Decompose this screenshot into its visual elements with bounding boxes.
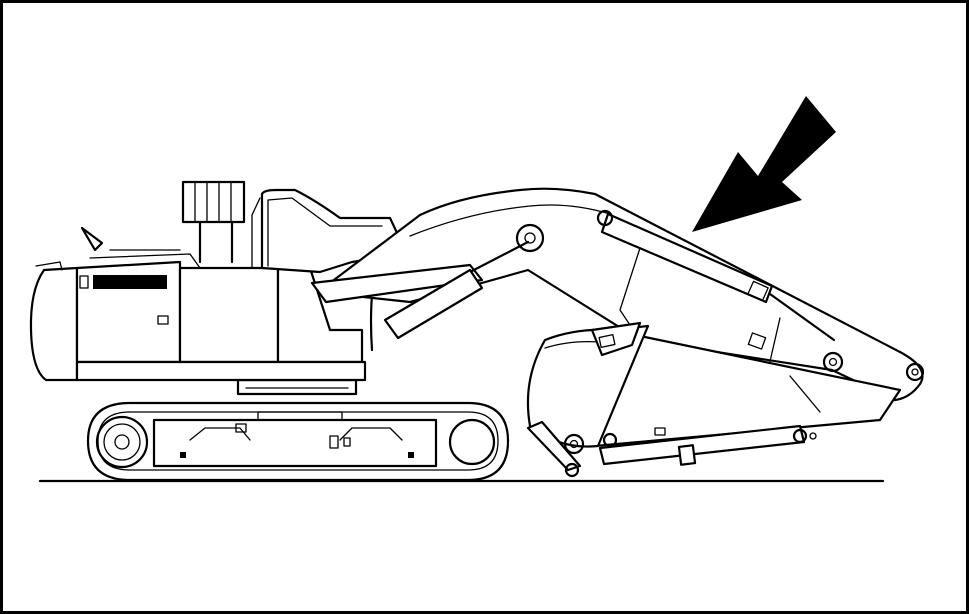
counterweight-lip [35, 261, 63, 271]
drive-sprocket [95, 415, 149, 469]
sprocket-hub [103, 423, 141, 461]
exhaust-stack [80, 226, 104, 252]
boom-tip-pin-center [911, 368, 919, 376]
bucket-cylinder-barrel [598, 424, 806, 466]
arm-cylinder [596, 209, 844, 373]
side-panel [178, 266, 280, 364]
arm-cylinder-pin [596, 209, 614, 227]
upper-deck [75, 360, 367, 382]
bolt-1 [180, 452, 186, 458]
boom-pin-center [524, 232, 536, 244]
linkage-pin [602, 432, 618, 448]
frame-badge [343, 437, 351, 447]
boom-pin [515, 223, 545, 253]
counterweight [29, 266, 79, 382]
indicator-arrow-icon [692, 96, 836, 232]
bolt-2 [408, 452, 414, 458]
idler-wheel [448, 418, 496, 466]
upper-roller [257, 411, 343, 421]
boom-cylinder-2 [383, 268, 484, 340]
boom-body [316, 187, 924, 402]
boom-cylinder-barrel [310, 263, 484, 304]
track-assembly [86, 401, 510, 482]
swing-bearing [236, 378, 358, 396]
bucket-lip [544, 340, 601, 349]
track-outer [86, 401, 510, 482]
handrail [181, 180, 246, 264]
boom-decal [747, 332, 767, 350]
arm-line [789, 375, 821, 413]
bucket-link-pin [564, 462, 580, 478]
arm-cylinder-rod [768, 292, 836, 342]
sprocket-center [114, 434, 130, 450]
cab-window [267, 197, 383, 267]
boom-cylinder-rod [468, 240, 530, 274]
handrail-frame [181, 180, 246, 224]
track-frame [152, 418, 438, 468]
roller-left [235, 423, 247, 433]
boom-tip-pin [905, 362, 925, 382]
boom-cylinder [310, 240, 530, 340]
boom-plate-line-2 [767, 317, 781, 371]
arm-pin [822, 351, 844, 373]
arm-pin-center [828, 357, 838, 367]
track-frame-detail [189, 427, 403, 441]
boom [316, 187, 925, 402]
warning-decal [79, 275, 89, 289]
bucket-link [526, 420, 582, 472]
bucket-cylinder-pin [792, 428, 808, 444]
upper-structure [29, 226, 367, 382]
arm-decal [654, 427, 666, 436]
bucket [526, 321, 650, 478]
bucket-bracket-plate [598, 334, 616, 348]
boom-top-line [409, 204, 611, 237]
bucket-pin [563, 433, 585, 455]
bucket-pin-center [569, 439, 579, 449]
cab-rail [251, 197, 261, 269]
hood-latch [157, 315, 169, 325]
arm-cylinder-clamp [747, 280, 769, 302]
frame-decal [329, 435, 339, 449]
engine-top [89, 249, 201, 269]
bucket-cylinder-clamp [677, 444, 697, 466]
bucket-cylinder-end [809, 432, 817, 440]
bucket-cylinder [598, 424, 817, 466]
hood-vent [93, 275, 167, 289]
cab-body [260, 188, 400, 274]
